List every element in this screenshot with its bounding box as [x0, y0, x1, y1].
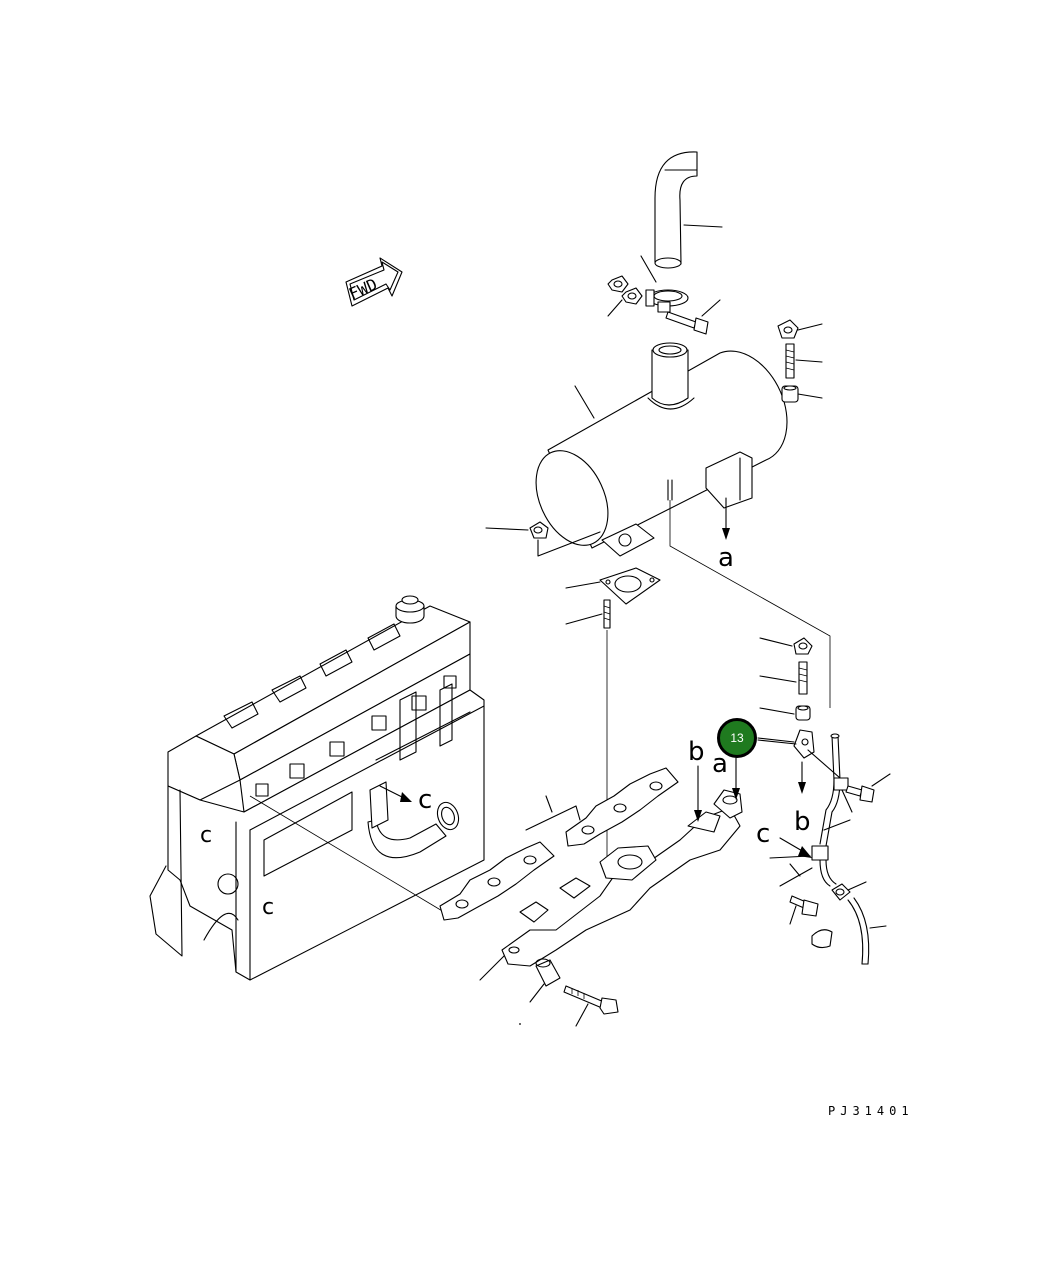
ref-label-c-tube: c: [756, 819, 770, 849]
manifold-arrow-a: a: [712, 749, 740, 800]
manifold-bolt: [519, 985, 619, 1027]
ref-label-b-manifold: b: [688, 737, 705, 767]
svg-text:c: c: [262, 895, 274, 920]
manifold-gasket-rear: [439, 841, 555, 921]
clamp-nuts: [607, 275, 643, 317]
tube-nut: [831, 881, 867, 901]
muffler-arrow-a: a: [718, 497, 734, 573]
clamp-bolt: [665, 299, 721, 335]
tube-bracket: b: [757, 729, 815, 837]
svg-text:c: c: [200, 823, 212, 848]
muffler-mount-nut: [777, 319, 823, 339]
muffler-gasket: [565, 567, 661, 605]
muffler-mount-spacer: [781, 385, 823, 403]
drain-tube-lower: [847, 897, 887, 965]
callout-leader-line: [757, 737, 795, 743]
callout-badge-13[interactable]: 13: [717, 718, 757, 758]
drawing-code: PJ31401: [828, 1104, 914, 1118]
muffler: [535, 342, 788, 557]
bracket-stud: [759, 661, 808, 695]
muffler-to-bracket-leader: [669, 500, 831, 708]
bracket-spacer: [759, 705, 811, 721]
ref-label-a: a: [718, 543, 734, 573]
manifold-arrow-b: b: [688, 737, 705, 822]
bracket-nut: [759, 637, 813, 655]
fwd-direction-arrow: FWD: [345, 257, 403, 307]
tube-joint-bolt: [845, 773, 891, 803]
muffler-mount-stud: [785, 343, 823, 379]
engine-block: c c c: [149, 595, 485, 981]
muffler-flange-nut: [485, 521, 601, 557]
ref-label-b-bracket: b: [794, 807, 811, 837]
pipe-clamp: [640, 255, 689, 313]
ref-label-a-manifold: a: [712, 749, 728, 779]
manifold-spacer: [529, 958, 561, 1003]
ref-label-c-block: c: [418, 785, 432, 815]
arrow-c-tube: c: [756, 819, 812, 858]
exhaust-manifold: [479, 789, 743, 981]
drain-tube-upper: [807, 733, 853, 847]
clip-bolt: [789, 895, 819, 925]
manifold-gasket-front: [525, 767, 679, 847]
exhaust-stack-pipe: [654, 151, 723, 269]
tube-grommet: [811, 929, 833, 949]
